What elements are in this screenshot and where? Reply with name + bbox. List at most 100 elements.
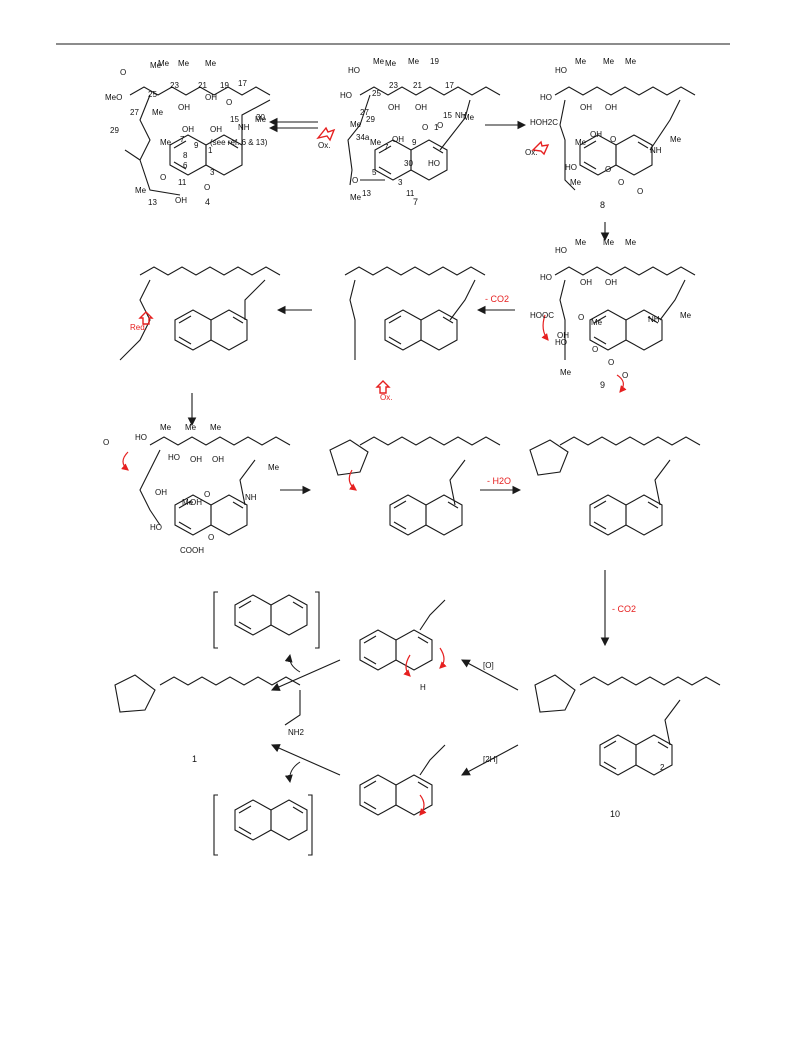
atom-label-intermediate: HO [168, 453, 180, 462]
step-label-decarboxylation: - CO2 [485, 294, 509, 304]
red-open-arrows [138, 126, 550, 394]
atom-label-intermediate: OH [190, 498, 202, 507]
atom-label-4: NH [238, 123, 250, 132]
atom-label-9: HO [540, 273, 552, 282]
atom-label-8: HO [540, 93, 552, 102]
red-mechanism-arrows [121, 314, 627, 816]
compound-id-1: 1 [192, 754, 197, 764]
atom-label-8: Me [575, 57, 587, 66]
atom-label-4: O [120, 68, 126, 77]
atom-label-9: Me [560, 368, 572, 377]
atom-label-4: Me [135, 186, 147, 195]
atom-label-8: Ox. [525, 148, 537, 157]
atom-label-intermediate: O [204, 490, 210, 499]
intermediate-oxidation-structure [359, 599, 446, 671]
atom-label-9: HO [555, 338, 567, 347]
atom-label-4: Me [160, 138, 172, 147]
compound-id-4: 4 [205, 197, 210, 207]
atom-label-7: 21 [413, 81, 422, 90]
atom-label-4: 19 [220, 81, 229, 90]
atom-label-intermediate: O [103, 438, 109, 447]
ox-arrow-center [375, 380, 391, 394]
atom-label-9: Me [603, 238, 615, 247]
atom-label-7: 27 [360, 108, 369, 117]
amide-label-1: NH2 [288, 728, 305, 737]
arrow-reduction-release [284, 761, 301, 783]
bracket-naphthoquinone-bottom-structure [213, 794, 313, 856]
ox-arrow-8 [531, 140, 550, 156]
atom-label-7: 1 [434, 123, 439, 132]
atom-label-8: O [605, 165, 611, 174]
atom-label-9: NH [648, 315, 660, 324]
atom-label-intermediate: Me [185, 423, 197, 432]
atom-label-4: 7 [180, 135, 185, 144]
atom-label-7: 7 [384, 143, 389, 152]
arrow-oxidation-to-1 [270, 659, 341, 691]
atom-label-intermediate: NH [245, 493, 257, 502]
atom-label-4: 29 [110, 126, 119, 135]
atom-label-7: OH [392, 135, 404, 144]
atom-label-intermediate: Me [268, 463, 280, 472]
atom-label-intermediate: OH [212, 455, 224, 464]
atom-label-9: Me [625, 238, 637, 247]
atom-label-8: Me [575, 138, 587, 147]
atom-label-7: O [352, 176, 358, 185]
red-arrow-left [138, 311, 154, 325]
atom-label-7: OH [388, 103, 400, 112]
atom-label-4: OH [210, 125, 222, 134]
compound-7-structure [347, 86, 501, 186]
atom-label-intermediate: COOH [180, 546, 204, 555]
compound-id-8: 8 [600, 200, 605, 210]
atom-label-4: Me [205, 59, 217, 68]
atom-label-9: OH [557, 331, 569, 340]
atom-label-8: Me [625, 57, 637, 66]
compound-10-structure [534, 674, 721, 776]
atom-label-intermediate: HO [135, 433, 147, 442]
ox-arrow-7 [316, 126, 336, 142]
atom-label-4: Me [255, 115, 267, 124]
atom-label-4: 1 [208, 146, 213, 155]
atom-label-7: 5 [372, 168, 377, 177]
arrow-oxidation-release [284, 654, 301, 673]
atom-label-7: Me [463, 113, 475, 122]
compound-4-structure [124, 86, 271, 196]
atom-label-4: O [160, 173, 166, 182]
atom-label-4: O [204, 183, 210, 192]
atom-label-4: 13 [148, 198, 157, 207]
atom-label-8: O [610, 135, 616, 144]
atom-label-4: 6 [183, 161, 188, 170]
compound-row2-left-structure [119, 266, 281, 361]
atom-label-4: 23 [170, 81, 179, 90]
atom-label-7: HO [340, 91, 352, 100]
arrow-10-to-reduction [461, 744, 519, 776]
atom-label-9: HO [555, 246, 567, 255]
atom-label-7: 3 [398, 178, 403, 187]
atom-label-4: 30 [256, 113, 265, 122]
compound-id-10: 10 [610, 809, 620, 819]
bracket-naphthoquinone-top-structure [213, 591, 320, 649]
atom-label-intermediate: HO [150, 523, 162, 532]
atom-label-8: Me [670, 135, 682, 144]
atom-label-9: OH [580, 278, 592, 287]
compound-row2-center-structure [344, 266, 486, 360]
atom-label-4: 11 [178, 178, 187, 187]
atom-label-8: OH [590, 130, 602, 139]
atom-label-intermediate: O [208, 533, 214, 542]
atom-label-7: NH [455, 111, 467, 120]
atom-label-4: OH [182, 125, 194, 134]
compound-1-structure [114, 674, 301, 726]
atom-label-intermediate: Me [210, 423, 222, 432]
atom-label-intermediate: Me [182, 498, 194, 507]
atom-label-8: O [637, 187, 643, 196]
atom-label-4: 15 [230, 115, 239, 124]
atom-label-7: 34a [356, 133, 370, 142]
atom-label-intermediate: OH [155, 488, 167, 497]
atom-label-4: OH [175, 196, 187, 205]
step-label-dehydration: - H2O [487, 476, 511, 486]
compound-row3-center-structure [329, 436, 501, 536]
compound-id-7: 7 [413, 197, 418, 207]
atom-label-4: 21 [198, 81, 207, 90]
atom-label-4: MeO [105, 93, 122, 102]
